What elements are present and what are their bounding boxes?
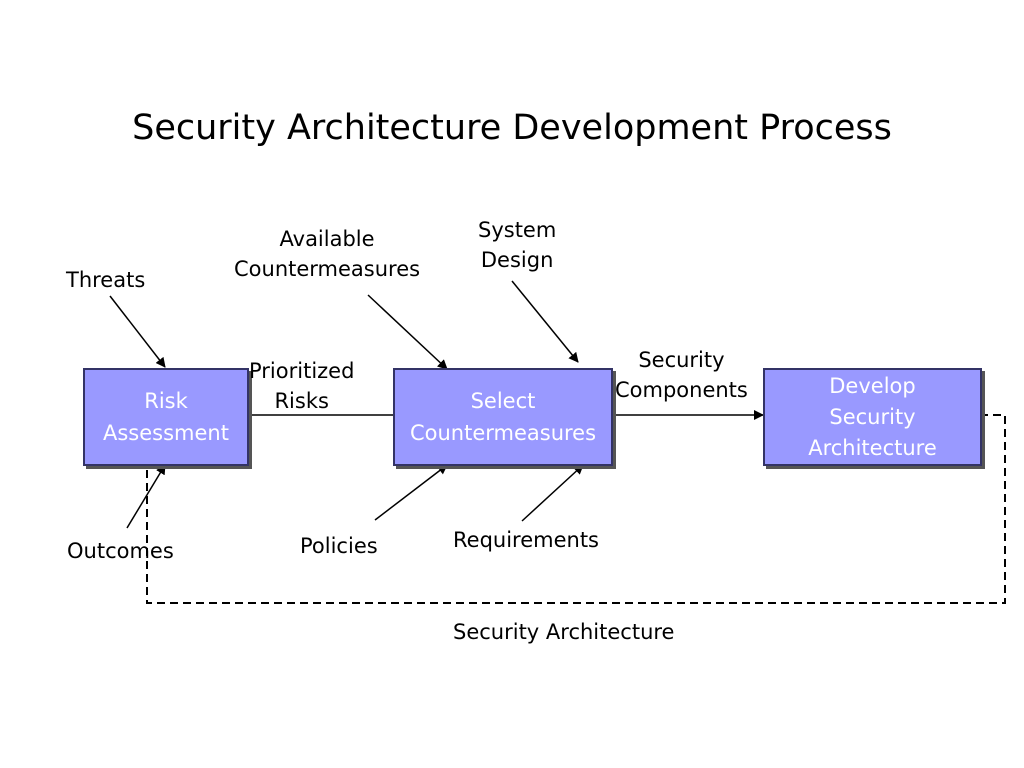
select-countermeasures-line-1: Select — [470, 389, 536, 413]
system-design-label: System Design — [478, 215, 556, 275]
available-countermeasures-line-2: Countermeasures — [234, 257, 421, 281]
requirements-label: Requirements — [453, 528, 599, 552]
threats-label: Threats — [66, 268, 146, 292]
develop-line-1: Develop — [829, 373, 916, 398]
arrow-system-design — [511, 280, 579, 363]
policies-label: Policies — [300, 534, 378, 558]
arrow-policies — [374, 464, 448, 521]
prioritized-risks-label: Prioritized Risks — [249, 356, 354, 416]
prioritized-risks-line-2: Risks — [274, 389, 329, 413]
feedback-loop-dashed — [146, 414, 1006, 604]
page-title: Security Architecture Development Proces… — [132, 108, 892, 148]
select-countermeasures-box: Select Countermeasures — [393, 368, 613, 466]
prioritized-risks-line-1: Prioritized — [249, 359, 355, 383]
arrow-available — [367, 294, 448, 370]
arrow-requirements — [521, 464, 584, 522]
system-design-line-2: Design — [480, 248, 554, 272]
arrow-threats — [109, 295, 166, 368]
security-components-line-2: Components — [615, 378, 748, 402]
security-components-line-1: Security — [638, 348, 725, 372]
available-countermeasures-line-1: Available — [279, 227, 375, 251]
security-components-label: Security Components — [615, 345, 748, 405]
risk-assessment-line-1: Risk — [144, 389, 188, 413]
develop-line-2: Security — [829, 404, 916, 429]
outcomes-label: Outcomes — [67, 539, 174, 563]
develop-security-architecture-box: Develop Security Architecture — [763, 368, 982, 466]
select-countermeasures-line-2: Countermeasures — [409, 421, 597, 445]
security-architecture-label: Security Architecture — [453, 620, 675, 644]
risk-assessment-box: Risk Assessment — [83, 368, 249, 466]
available-countermeasures-label: Available Countermeasures — [234, 224, 420, 284]
develop-line-3: Architecture — [808, 435, 937, 460]
system-design-line-1: System — [478, 218, 557, 242]
risk-assessment-line-2: Assessment — [103, 421, 229, 445]
